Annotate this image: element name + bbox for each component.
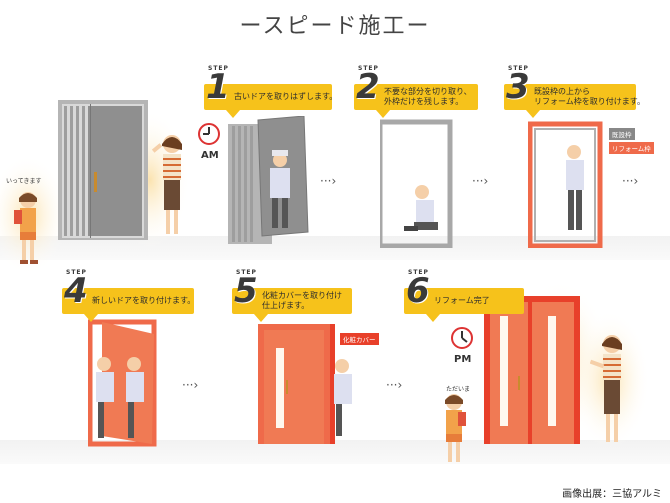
mother-waving	[151, 135, 182, 234]
step1-scene	[228, 116, 309, 244]
step-5-label: STEP	[236, 269, 257, 276]
step-3-number: 3	[506, 67, 530, 107]
arrow-1: ···›	[320, 174, 337, 188]
step5-scene	[258, 324, 352, 444]
step-2-banner: STEP 2 不要な部分を切り取り、外枠だけを残します。	[354, 65, 478, 118]
step-1-text: 古いドアを取りはずします。	[234, 92, 338, 101]
clock-icon	[198, 123, 220, 145]
cosmetic-cover-tag: 化粧カバー	[340, 333, 379, 345]
step2-scene	[380, 119, 453, 248]
arrow-3: ···›	[622, 174, 639, 188]
step6-door	[484, 296, 580, 444]
step-5-banner: STEP 5 化粧カバーを取り付け仕上げます。	[232, 269, 352, 322]
step-1-banner: STEP 1 古いドアを取りはずします。	[204, 65, 337, 118]
child-returning	[445, 394, 466, 462]
step-6-banner: STEP 6 リフォーム完了	[404, 269, 524, 322]
child-leaving	[14, 192, 38, 264]
step-4-number: 4	[64, 271, 88, 311]
page-title: ースピード施工ー	[239, 14, 431, 39]
existing-frame-tag: 既設枠	[609, 128, 635, 140]
step-6-number: 6	[406, 271, 430, 311]
image-credit: 画像出展：三協アルミ	[562, 489, 662, 500]
step-1-label: STEP	[208, 65, 229, 72]
step-2-text: 不要な部分を切り取り、外枠だけを残します。	[384, 87, 472, 106]
step-4-banner: STEP 4 新しいドアを取り付けます。	[62, 269, 196, 322]
bubble-return: ただいま	[446, 386, 471, 393]
old-door	[58, 100, 148, 240]
step-1-number: 1	[206, 67, 230, 107]
step3-scene	[528, 121, 603, 248]
am-label: AM	[201, 150, 219, 161]
step-5-number: 5	[234, 271, 258, 311]
arrow-5: ···›	[386, 378, 403, 392]
arrow-2: ···›	[472, 174, 489, 188]
clock-icon-pm	[451, 327, 473, 349]
step-4-label: STEP	[66, 269, 87, 276]
step-3-banner: STEP 3 既設枠の上からリフォーム枠を取り付けます。	[504, 65, 645, 118]
step-4-text: 新しいドアを取り付けます。	[92, 296, 196, 305]
mother-welcoming	[590, 335, 622, 442]
step-6-label: STEP	[408, 269, 429, 276]
step4-scene	[88, 319, 157, 447]
step-5-text: 化粧カバーを取り付け仕上げます。	[262, 291, 342, 310]
step-2-number: 2	[356, 67, 380, 107]
step-3-text: 既設枠の上からリフォーム枠を取り付けます。	[534, 87, 645, 106]
bubble-leave: いってきます	[6, 178, 42, 185]
step-2-label: STEP	[358, 65, 379, 72]
step-6-text: リフォーム完了	[434, 296, 490, 305]
reform-frame-tag: リフォーム枠	[609, 142, 654, 154]
step-3-label: STEP	[508, 65, 529, 72]
arrow-4: ···›	[182, 378, 199, 392]
pm-label: PM	[454, 354, 472, 365]
